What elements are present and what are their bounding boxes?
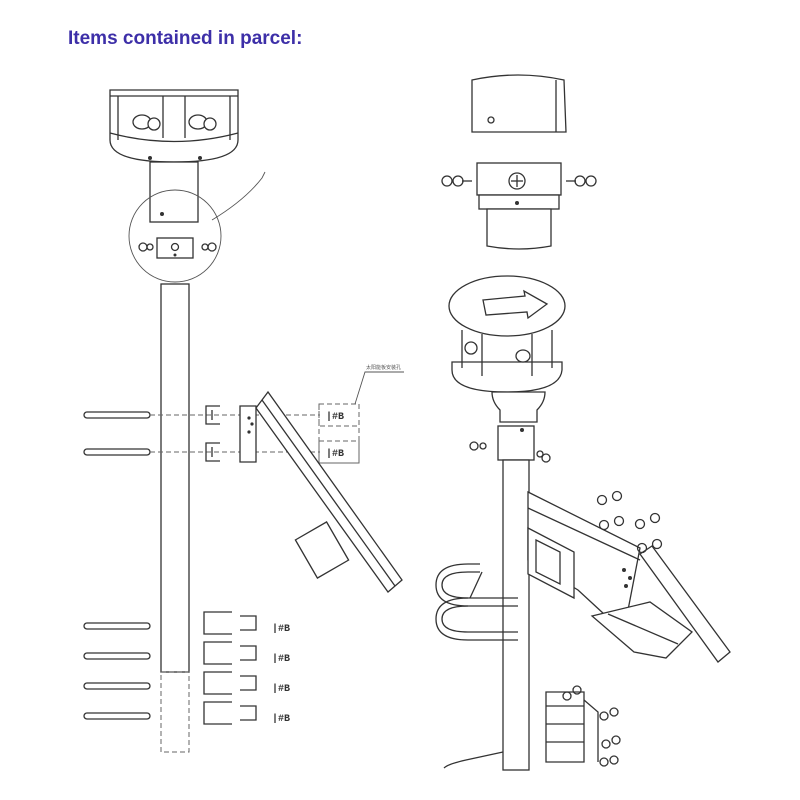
u-bolt-upper	[435, 563, 518, 641]
wind-sensor-head	[109, 89, 239, 163]
bolt-label: |#B	[272, 683, 290, 695]
mounting-row-1: |#B	[83, 403, 360, 427]
lower-bolts	[83, 622, 151, 720]
detail-circle	[128, 189, 222, 283]
sensor-base	[491, 391, 546, 423]
solar-bracket-right	[527, 490, 731, 663]
mast-pole-hidden	[160, 671, 190, 753]
sensor-neck	[149, 161, 199, 223]
coupler-block	[156, 237, 194, 259]
svg-text:太阳能板安装孔: 太阳能板安装孔	[366, 364, 401, 371]
bolt-label: |#B	[272, 653, 290, 665]
zigzag-brackets	[203, 611, 257, 725]
side-screw-left	[138, 242, 154, 252]
mast-pole	[160, 283, 190, 673]
adapter-screw-left	[469, 441, 487, 451]
mast-adapter	[497, 425, 535, 461]
side-screw-right	[201, 242, 217, 252]
callout-tag: 太阳能板安装孔	[354, 364, 404, 405]
page-title: Items contained in parcel:	[68, 28, 303, 49]
mast-pole	[502, 459, 530, 771]
lower-clamps	[545, 685, 621, 767]
callout-leader	[211, 171, 266, 221]
bolt-label: |#B	[326, 448, 344, 460]
bolt-label: |#B	[326, 411, 344, 423]
rain-sensor-head	[448, 275, 566, 393]
phillips-screw-icon	[508, 172, 526, 190]
bolt-label: |#B	[272, 623, 290, 635]
left-assembly: |#B |#B 太阳能板安装孔	[83, 89, 404, 753]
u-bolt-lower	[443, 751, 504, 769]
right-assembly	[435, 74, 731, 771]
side-screw-right	[566, 175, 597, 187]
bolt-label: |#B	[272, 713, 290, 725]
mounting-row-2: |#B	[83, 440, 360, 464]
nuts-cluster	[596, 490, 663, 554]
arrow-right-icon	[482, 289, 549, 320]
side-screw-left	[441, 175, 472, 187]
coupler	[476, 162, 562, 196]
solar-bracket	[239, 390, 403, 593]
adapter-screw-right	[536, 450, 551, 463]
solar-panel-box	[294, 521, 350, 579]
top-cap	[471, 74, 567, 133]
